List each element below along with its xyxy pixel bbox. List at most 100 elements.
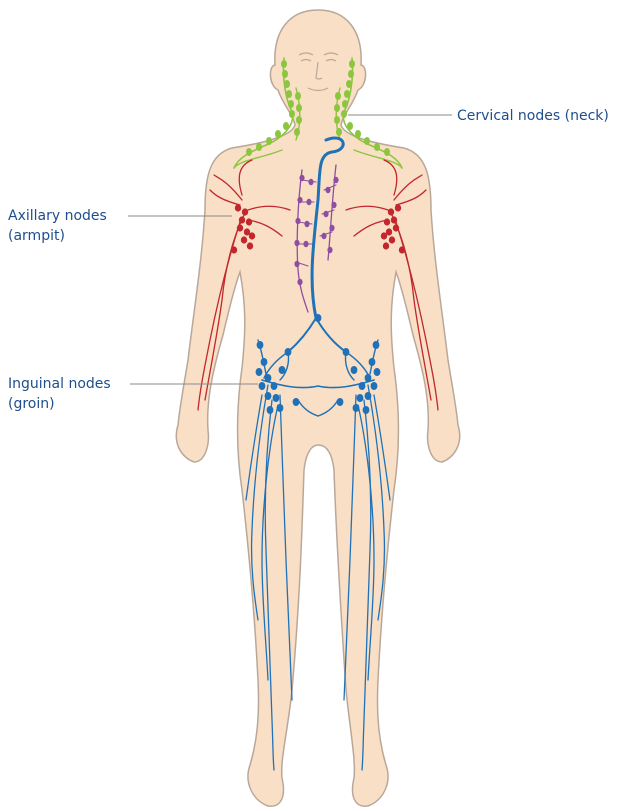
axillary-node xyxy=(241,236,247,243)
cervical-node xyxy=(256,143,262,151)
inguinal-nodes-label-line2: (groin) xyxy=(8,394,111,414)
inguinal-node xyxy=(261,358,268,366)
cervical-node xyxy=(296,116,302,124)
cervical-node xyxy=(296,104,302,112)
axillary-node xyxy=(389,236,395,243)
inguinal-node xyxy=(315,314,322,322)
inguinal-node xyxy=(374,368,381,376)
cervical-node xyxy=(294,128,300,136)
cervical-node xyxy=(355,130,361,138)
cervical-node xyxy=(347,122,353,130)
cervical-node xyxy=(289,110,295,118)
cervical-node xyxy=(344,90,350,98)
axillary-node xyxy=(242,208,248,215)
inguinal-node xyxy=(371,382,378,390)
inguinal-node xyxy=(267,406,274,414)
inguinal-node xyxy=(256,368,263,376)
inguinal-node xyxy=(265,392,272,400)
inguinal-node xyxy=(277,404,284,412)
cervical-node xyxy=(342,100,348,108)
cervical-node xyxy=(334,116,340,124)
cervical-node xyxy=(335,92,341,100)
cervical-nodes-label-line1: Cervical nodes (neck) xyxy=(457,106,609,126)
axillary-node xyxy=(383,242,389,249)
inguinal-node xyxy=(353,404,360,412)
cervical-node xyxy=(281,60,287,68)
axillary-node xyxy=(246,218,252,225)
cervical-node xyxy=(348,70,354,78)
cervical-node xyxy=(341,110,347,118)
inguinal-node xyxy=(363,406,370,414)
cervical-node xyxy=(336,128,342,136)
thoracic-node xyxy=(294,261,299,267)
inguinal-node xyxy=(279,366,286,374)
axillary-node xyxy=(399,246,405,253)
inguinal-node xyxy=(259,382,266,390)
thoracic-node xyxy=(297,279,302,285)
inguinal-node xyxy=(357,394,364,402)
inguinal-node xyxy=(257,341,264,349)
axillary-node xyxy=(249,232,255,239)
cervical-node xyxy=(349,60,355,68)
axillary-node xyxy=(395,204,401,211)
cervical-node xyxy=(246,148,252,156)
cervical-node xyxy=(295,92,301,100)
axillary-node xyxy=(393,224,399,231)
inguinal-node xyxy=(273,394,280,402)
axillary-node xyxy=(235,204,241,211)
cervical-node xyxy=(284,80,290,88)
axillary-node xyxy=(247,242,253,249)
cervical-node xyxy=(384,148,390,156)
inguinal-node xyxy=(343,348,350,356)
cervical-node xyxy=(286,90,292,98)
human-body-figure xyxy=(176,10,459,806)
cervical-node xyxy=(364,137,370,145)
axillary-node xyxy=(231,246,237,253)
inguinal-nodes-label: Inguinal nodes (groin) xyxy=(8,374,111,414)
axillary-node xyxy=(388,208,394,215)
inguinal-node xyxy=(285,348,292,356)
thoracic-node xyxy=(297,197,302,203)
cervical-node xyxy=(283,122,289,130)
inguinal-node xyxy=(365,374,372,382)
cervical-node xyxy=(282,70,288,78)
axillary-nodes-label: Axillary nodes (armpit) xyxy=(8,206,107,246)
thoracic-node xyxy=(325,187,330,193)
inguinal-node xyxy=(265,374,272,382)
inguinal-node xyxy=(351,366,358,374)
cervical-node xyxy=(266,137,272,145)
cervical-node xyxy=(288,100,294,108)
thoracic-node xyxy=(323,211,328,217)
thoracic-node xyxy=(299,175,304,181)
axillary-node xyxy=(381,232,387,239)
thoracic-node xyxy=(321,233,326,239)
cervical-nodes-label: Cervical nodes (neck) xyxy=(457,106,609,126)
thoracic-node xyxy=(295,218,300,224)
axillary-node xyxy=(391,216,397,223)
axillary-nodes-label-line1: Axillary nodes xyxy=(8,206,107,226)
thoracic-node xyxy=(333,177,338,183)
cervical-node xyxy=(275,130,281,138)
inguinal-node xyxy=(359,382,366,390)
inguinal-node xyxy=(369,358,376,366)
inguinal-node xyxy=(365,392,372,400)
inguinal-nodes-label-line1: Inguinal nodes xyxy=(8,374,111,394)
thoracic-node xyxy=(331,202,336,208)
axillary-nodes-label-line2: (armpit) xyxy=(8,226,107,246)
inguinal-node xyxy=(337,398,344,406)
axillary-node xyxy=(239,216,245,223)
body-silhouette xyxy=(176,10,459,806)
inguinal-node xyxy=(373,341,380,349)
thoracic-node xyxy=(327,247,332,253)
thoracic-node xyxy=(303,241,308,247)
inguinal-node xyxy=(271,382,278,390)
cervical-node xyxy=(374,143,380,151)
cervical-node xyxy=(346,80,352,88)
thoracic-node xyxy=(308,179,313,185)
cervical-node xyxy=(334,104,340,112)
thoracic-node xyxy=(306,199,311,205)
thoracic-node xyxy=(304,221,309,227)
axillary-node xyxy=(384,218,390,225)
thoracic-node xyxy=(329,225,334,231)
axillary-node xyxy=(237,224,243,231)
